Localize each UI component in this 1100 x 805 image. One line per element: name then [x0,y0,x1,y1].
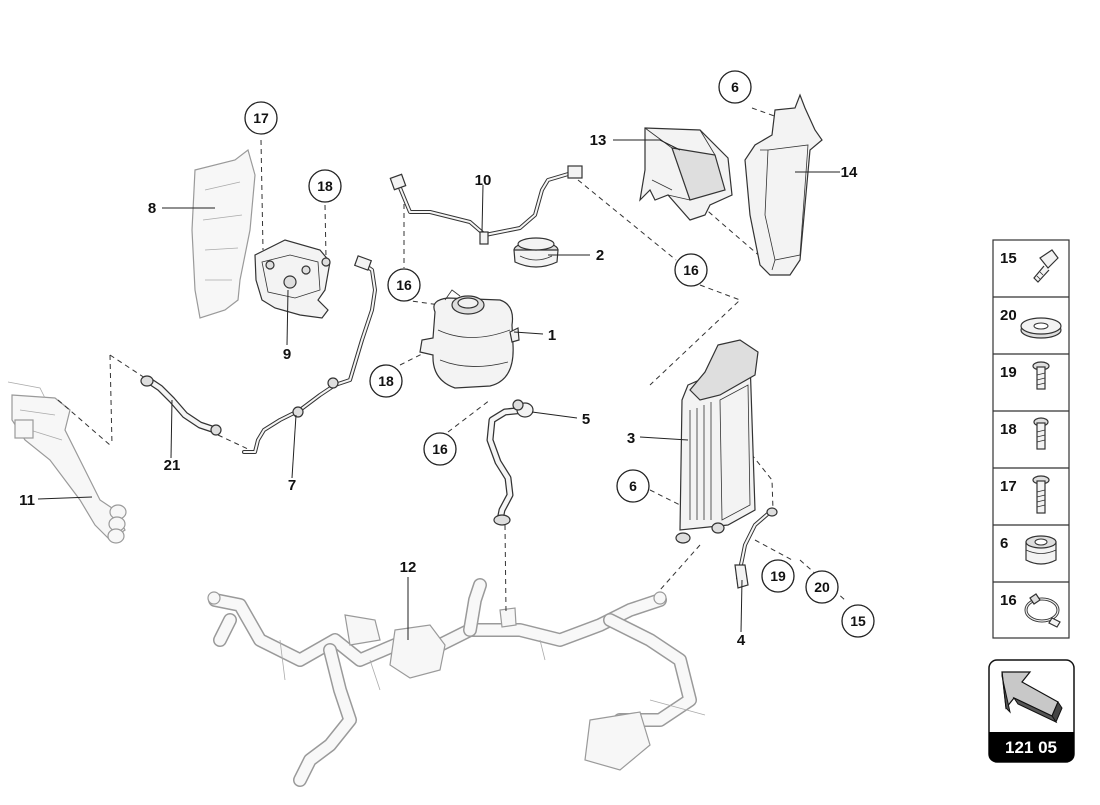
label-part-14: 14 [841,164,858,181]
svg-text:17: 17 [1000,478,1017,495]
screw-icon [1033,249,1059,283]
label-part-2: 2 [596,247,604,264]
svg-text:18: 18 [317,178,333,194]
svg-text:19: 19 [1000,364,1017,381]
bolt-icon [1032,361,1050,390]
svg-text:16: 16 [1000,592,1017,609]
label-part-13: 13 [590,132,607,149]
legend-item-17[interactable]: 17 [1000,475,1050,514]
svg-text:16: 16 [396,277,412,293]
coolant-pipe-part-11[interactable] [7,381,127,544]
svg-text:17: 17 [253,110,269,126]
label-part-7: 7 [288,477,296,494]
callout-15[interactable]: 15 [841,604,875,638]
svg-text:6: 6 [731,79,739,95]
fastener-legend: 15 20 19 18 [992,239,1070,639]
label-part-4: 4 [737,632,746,649]
legend-item-16[interactable]: 16 [1000,592,1061,628]
svg-text:19: 19 [770,568,786,584]
label-part-3: 3 [627,430,635,447]
svg-text:20: 20 [1000,307,1017,324]
coolant-hose-part-21[interactable] [140,375,222,436]
coolant-hose-part-5[interactable] [486,399,534,526]
page-navigation: 121 05 [988,659,1075,763]
dashed-assembly-lines [57,107,846,613]
mounting-bracket-part-9[interactable] [254,239,331,319]
svg-text:6: 6 [1000,535,1008,552]
svg-text:16: 16 [432,441,448,457]
hose-clamp-icon [1024,593,1061,628]
callout-16-right[interactable]: 16 [674,253,708,287]
callout-6-lower[interactable]: 6 [616,469,650,503]
svg-text:18: 18 [1000,421,1017,438]
breather-pipe-part-10[interactable] [389,165,583,245]
label-part-8: 8 [148,200,156,217]
washer-icon [1020,317,1062,339]
air-duct-part-13[interactable] [639,127,733,221]
coolant-hose-harness-part-12[interactable] [207,578,706,787]
svg-text:6: 6 [629,478,637,494]
legend-item-18[interactable]: 18 [1000,417,1049,450]
legend-item-15[interactable]: 15 [1000,249,1059,283]
part-number-labels: 13 14 10 2 8 9 1 5 3 21 7 11 12 4 [19,132,858,649]
arrow-up-left-icon[interactable] [1001,671,1063,724]
expansion-tank-part-1[interactable] [419,289,520,389]
legend-item-19[interactable]: 19 [1000,361,1050,390]
sensor-bracket-part-4[interactable] [734,507,778,589]
label-part-12: 12 [400,559,417,576]
callout-17[interactable]: 17 [244,101,278,135]
callout-circles: 6 17 18 16 16 18 16 6 [244,70,875,638]
label-part-21: 21 [164,457,181,474]
grommet-icon [1025,535,1057,565]
leader-lines [37,139,840,640]
svg-text:15: 15 [1000,250,1017,267]
coolant-pipe-part-7[interactable] [242,255,377,454]
bolt-icon [1032,475,1050,514]
label-part-11: 11 [19,492,35,509]
legend-item-20[interactable]: 20 [1000,307,1062,339]
heat-shield-part-8[interactable] [191,148,256,319]
bolt-icon [1033,417,1049,450]
callout-16-lower[interactable]: 16 [423,432,457,466]
label-part-10: 10 [475,172,492,189]
svg-text:20: 20 [814,579,830,595]
legend-item-6[interactable]: 6 [1000,535,1057,565]
callout-19[interactable]: 19 [761,559,795,593]
reservoir-cap-part-2[interactable] [513,237,559,268]
callout-18-top[interactable]: 18 [308,169,342,203]
label-part-5: 5 [582,411,590,428]
svg-text:18: 18 [378,373,394,389]
callout-20[interactable]: 20 [805,570,839,604]
page-code: 121 05 [1005,738,1057,757]
svg-text:15: 15 [850,613,866,629]
air-guide-part-14[interactable] [744,93,823,276]
label-part-1: 1 [548,327,556,344]
radiator-part-3[interactable] [675,339,759,544]
callout-16-center[interactable]: 16 [387,268,421,302]
label-part-9: 9 [283,346,291,363]
callout-18-lower[interactable]: 18 [369,364,403,398]
callout-6-top[interactable]: 6 [718,70,752,104]
svg-text:16: 16 [683,262,699,278]
